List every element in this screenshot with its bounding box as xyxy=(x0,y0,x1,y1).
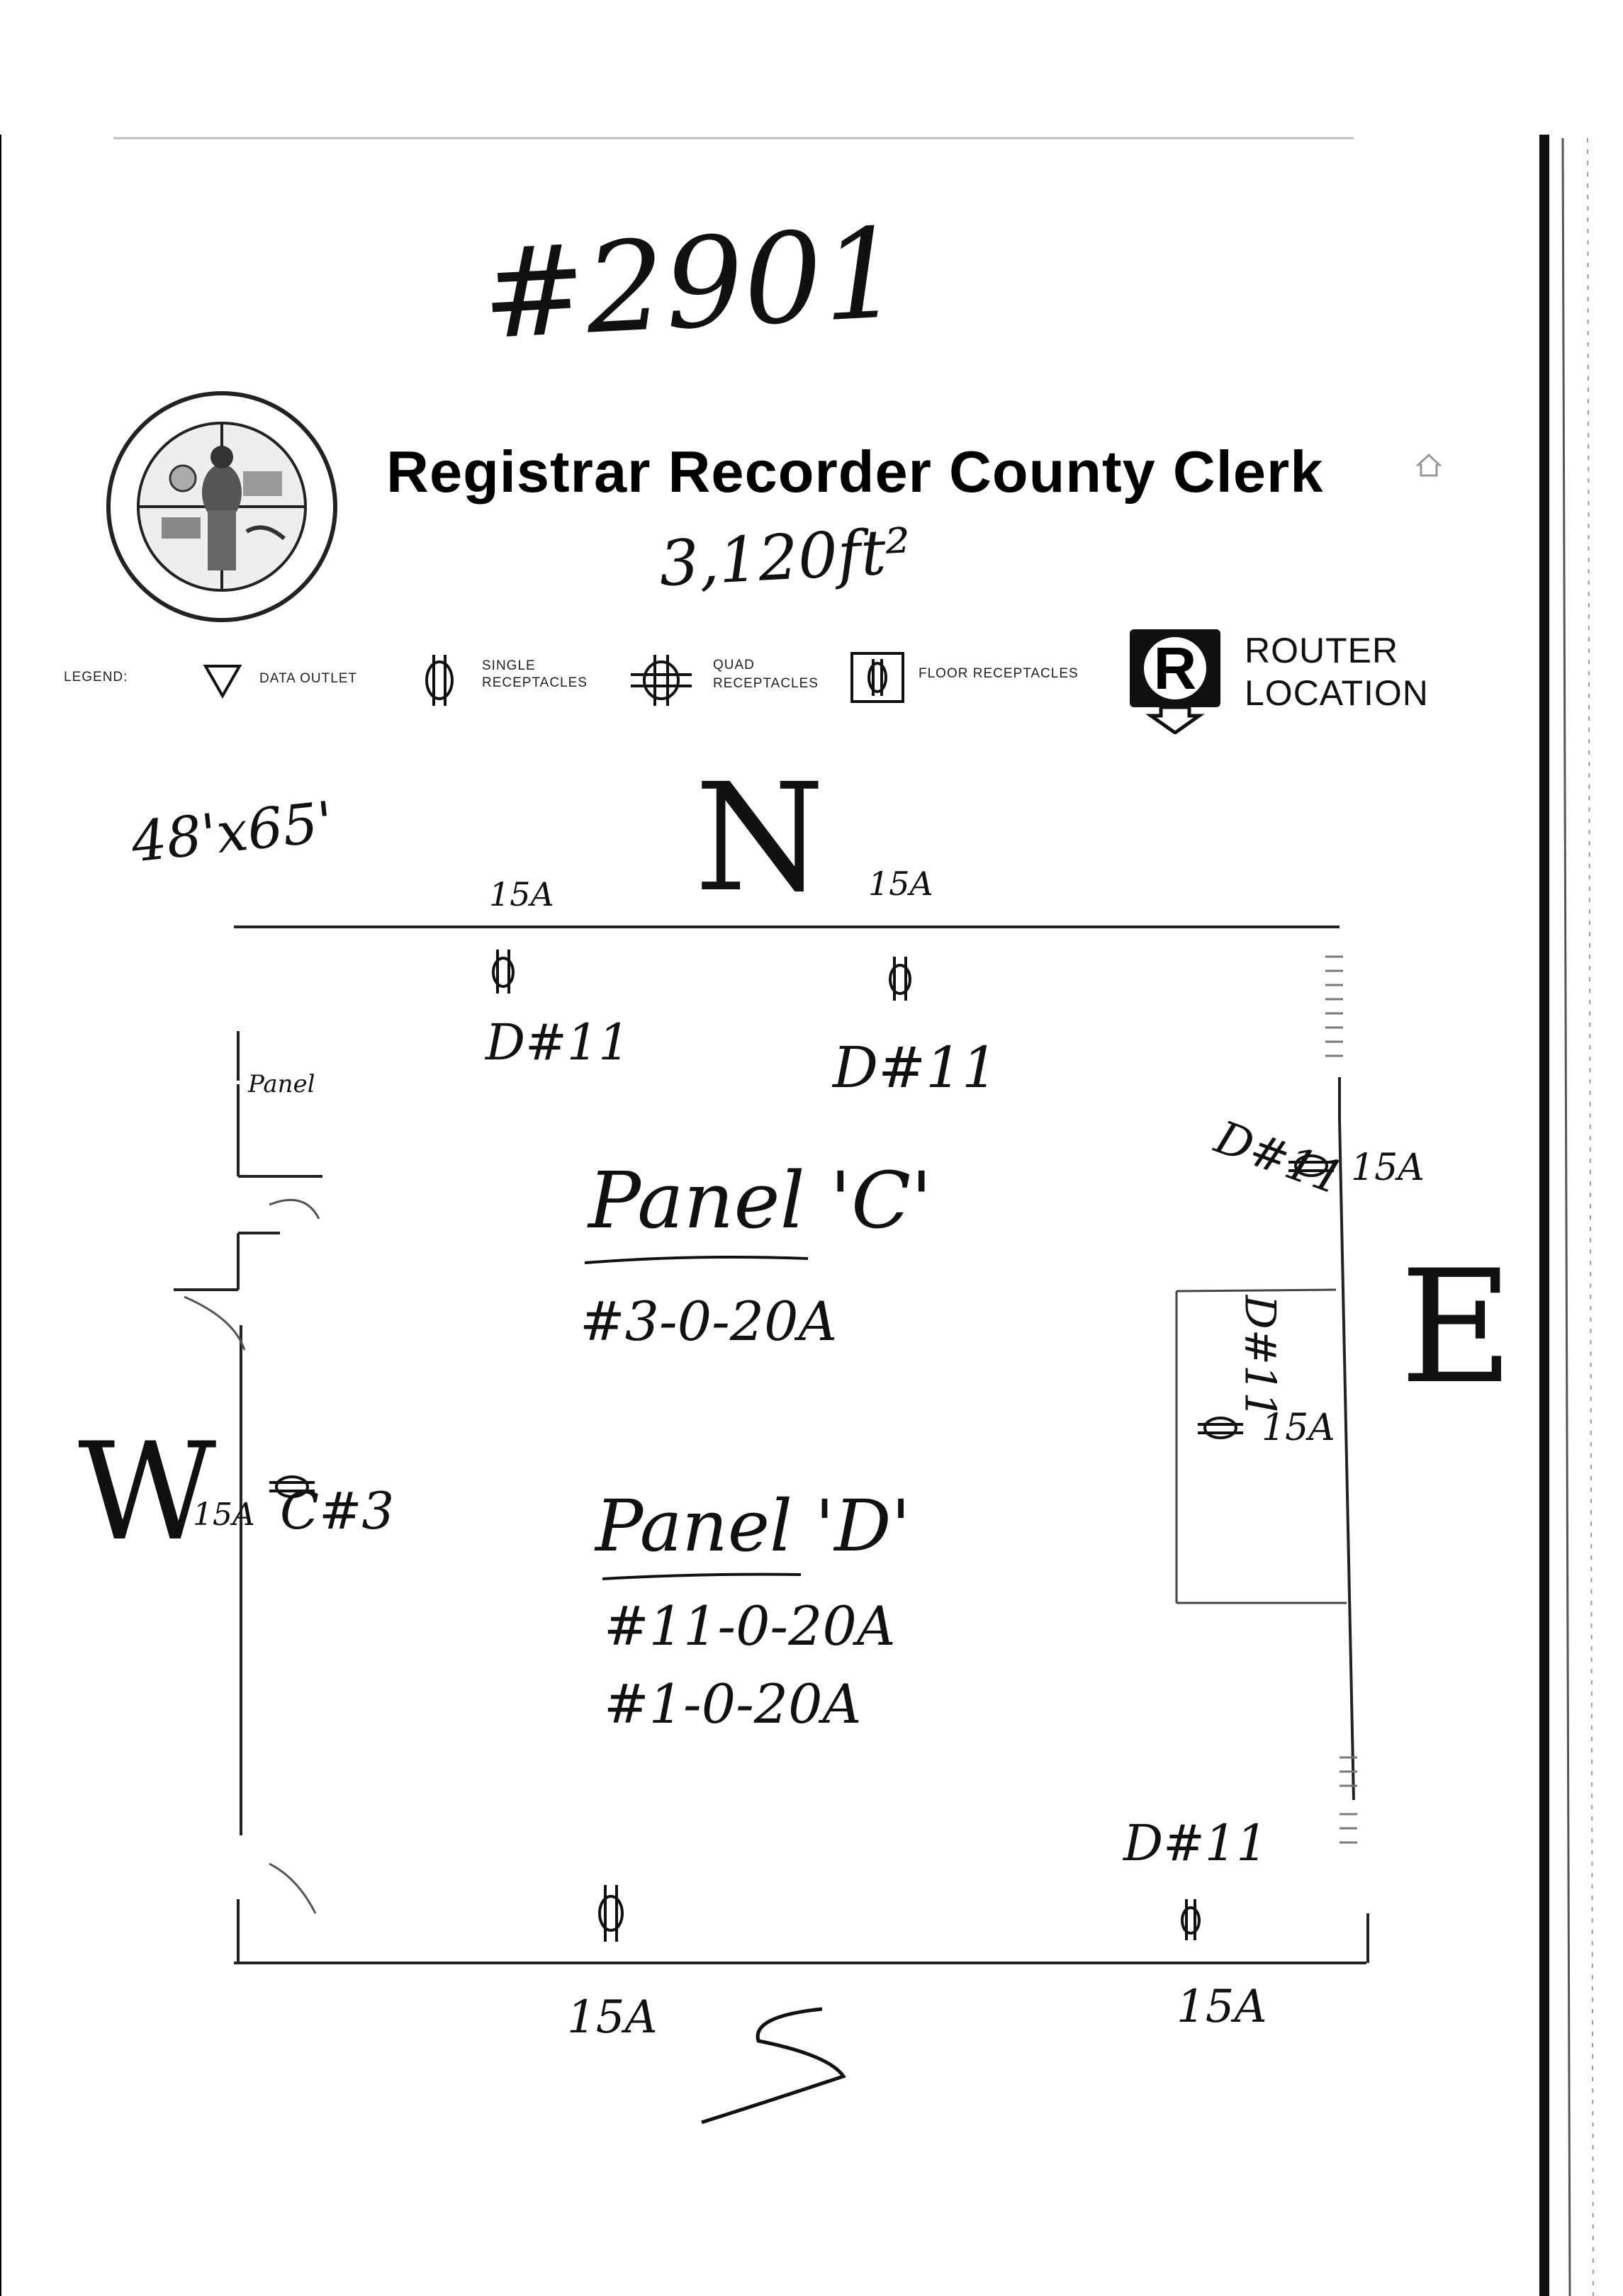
legend-quad-label: QUAD RECEPTACLES xyxy=(713,656,819,693)
data-outlet-icon xyxy=(203,662,242,699)
north-right-amp: 15A xyxy=(868,865,933,903)
single-receptacle-icon xyxy=(424,652,455,709)
panel-d-title: Panel 'D' xyxy=(595,1485,911,1568)
compass-south: S xyxy=(737,1991,742,1999)
legend-single-label: SINGLE RECEPTACLES xyxy=(482,658,588,692)
compass-east: E xyxy=(1400,1237,1514,1418)
south-right-circuit: D#11 xyxy=(1123,1814,1268,1872)
legend-router-line2: LOCATION xyxy=(1245,673,1429,713)
east-room-outline xyxy=(1175,1288,1347,1604)
single-receptacle-icon xyxy=(598,1885,624,1942)
legend-quad-line2: RECEPTACLES xyxy=(713,676,819,691)
compass-north: N xyxy=(695,751,825,925)
right-scan-edge xyxy=(1539,135,1549,2296)
east-inner-amp: 15A xyxy=(1262,1407,1335,1449)
legend-single-line2: RECEPTACLES xyxy=(482,675,588,690)
legend-router-line1: ROUTER xyxy=(1245,631,1399,670)
compass-west: W xyxy=(78,1414,217,1570)
floor-receptacle-icon xyxy=(849,651,906,704)
legend-data-outlet-label: DATA OUTLET xyxy=(259,671,358,686)
west-amp: 15A xyxy=(193,1497,255,1533)
east-inner-circuit: D#11 xyxy=(1235,1295,1285,1419)
door-swings xyxy=(184,1198,320,1914)
north-right-circuit: D#11 xyxy=(833,1035,998,1101)
single-receptacle-icon xyxy=(269,1475,315,1498)
south-left-amp: 15A xyxy=(567,1991,658,2044)
router-location-icon: R xyxy=(1128,628,1222,736)
panel-c-circuit: #3-0-20A xyxy=(580,1290,838,1353)
legend-router-label: ROUTER LOCATION xyxy=(1245,629,1429,714)
single-receptacle-icon xyxy=(1288,1154,1334,1177)
legend-quad-line1: QUAD xyxy=(713,658,755,673)
single-receptacle-icon xyxy=(1181,1899,1201,1940)
handwritten-job-number: #2901 xyxy=(478,201,905,368)
legend-floor-label: FLOOR RECEPTACLES xyxy=(919,666,1079,681)
panel-d-circuit-1: #11-0-20A xyxy=(604,1594,896,1658)
panel-note: Panel xyxy=(248,1070,315,1098)
panel-c-title: Panel 'C' xyxy=(588,1155,933,1246)
panel-d-circuit-2: #1-0-20A xyxy=(604,1672,862,1735)
receptacle-symbols xyxy=(269,950,1334,1942)
home-icon xyxy=(1415,451,1443,479)
north-left-amp: 15A xyxy=(489,875,554,913)
legend-label: LEGEND: xyxy=(64,670,128,685)
area-note: 3,120ft² xyxy=(657,514,913,601)
page-title: Registrar Recorder County Clerk xyxy=(386,439,1324,505)
north-left-circuit: D#11 xyxy=(485,1013,630,1071)
east-windows xyxy=(1325,955,1357,1844)
county-seal xyxy=(101,386,342,627)
west-circuit: C#3 xyxy=(280,1481,395,1541)
single-receptacle-icon xyxy=(492,950,515,994)
legend-single-line1: SINGLE xyxy=(482,658,536,673)
east-upper-amp: 15A xyxy=(1351,1147,1425,1189)
quad-receptacle-icon xyxy=(629,652,693,709)
south-right-amp: 15A xyxy=(1176,1981,1267,2033)
room-walls xyxy=(174,925,1369,1964)
single-receptacle-icon xyxy=(1198,1417,1243,1439)
router-letter: R xyxy=(1153,635,1197,702)
south-mark xyxy=(701,2007,846,2125)
single-receptacle-icon xyxy=(889,957,911,1001)
